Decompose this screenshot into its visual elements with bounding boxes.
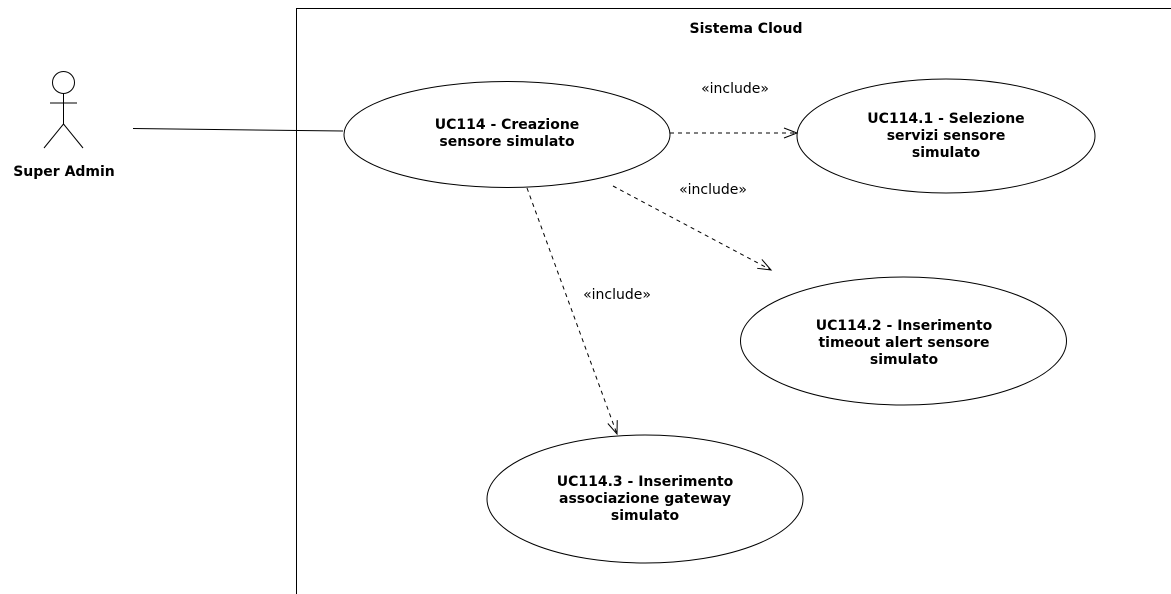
system-title: Sistema Cloud	[689, 21, 803, 37]
actor-stick-figure-icon	[43, 71, 84, 149]
use-case-uc114-ellipse[interactable]	[343, 81, 671, 188]
include-arrow-uc114-2	[612, 185, 773, 271]
actor-label: Super Admin	[13, 164, 115, 180]
use-case-uc114-label: UC114 - Creazione sensore simulato	[434, 117, 580, 150]
use-case-uc114-1-label: UC114.1 - Selezione servizi sensore simu…	[867, 110, 1025, 161]
use-case-uc114-2-ellipse[interactable]	[740, 276, 1067, 406]
include-label-uc114-1: «include»	[701, 81, 769, 97]
system-boundary	[296, 8, 1171, 594]
use-case-uc114-3-ellipse[interactable]	[486, 434, 804, 564]
use-case-uc114-2-label: UC114.2 - Inserimento timeout alert sens…	[815, 317, 993, 368]
use-case-uc114-3-label: UC114.3 - Inserimento associazione gatew…	[556, 473, 734, 524]
include-label-uc114-2: «include»	[679, 182, 747, 198]
association-line	[132, 128, 344, 132]
include-label-uc114-3: «include»	[583, 287, 651, 303]
include-arrow-uc114-3	[526, 187, 618, 436]
